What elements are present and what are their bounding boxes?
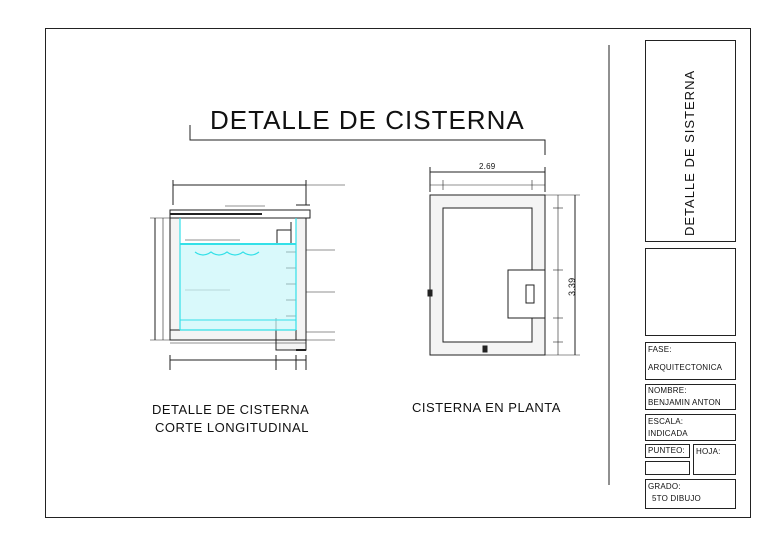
grado-label: GRADO: (648, 482, 681, 491)
water-body (179, 218, 297, 331)
plan-height-dimension: 3.39 (567, 277, 577, 296)
fase-value: ARQUITECTONICA (648, 363, 723, 372)
sheet-title: DETALLE DE SISTERNA (682, 69, 697, 236)
grado-box: GRADO: 5TO DIBUJO (645, 479, 736, 509)
drawing-sheet-border (45, 28, 751, 518)
nombre-value: BENJAMIN ANTON (648, 398, 721, 407)
nombre-label: NOMBRE: (648, 386, 687, 395)
hoja-box: HOJA: (693, 444, 736, 475)
logo-box (645, 248, 736, 336)
plan-width-dimension: 2.69 (479, 162, 496, 171)
sheet-title-box: DETALLE DE SISTERNA (645, 40, 736, 242)
grado-value: 5TO DIBUJO (652, 494, 701, 503)
hoja-label: HOJA: (696, 447, 721, 456)
section-caption-line2: CORTE LONGITUDINAL (155, 420, 309, 435)
plan-caption: CISTERNA EN PLANTA (412, 400, 561, 415)
nombre-box: NOMBRE: BENJAMIN ANTON (645, 384, 736, 410)
punteo-value-box (645, 461, 690, 475)
drawing-title: DETALLE DE CISTERNA (210, 105, 525, 135)
punteo-label: PUNTEO: (648, 446, 685, 455)
fase-label: FASE: (648, 345, 672, 354)
escala-label: ESCALA: (648, 417, 684, 426)
escala-box: ESCALA: INDICADA (645, 414, 736, 441)
punteo-label-box: PUNTEO: (645, 444, 690, 458)
plan-drawing (427, 167, 580, 356)
section-caption-line1: DETALLE DE CISTERNA (152, 402, 310, 417)
title-bracket (189, 125, 546, 155)
fase-box: FASE: ARQUITECTONICA (645, 342, 736, 380)
escala-value: INDICADA (648, 429, 688, 438)
